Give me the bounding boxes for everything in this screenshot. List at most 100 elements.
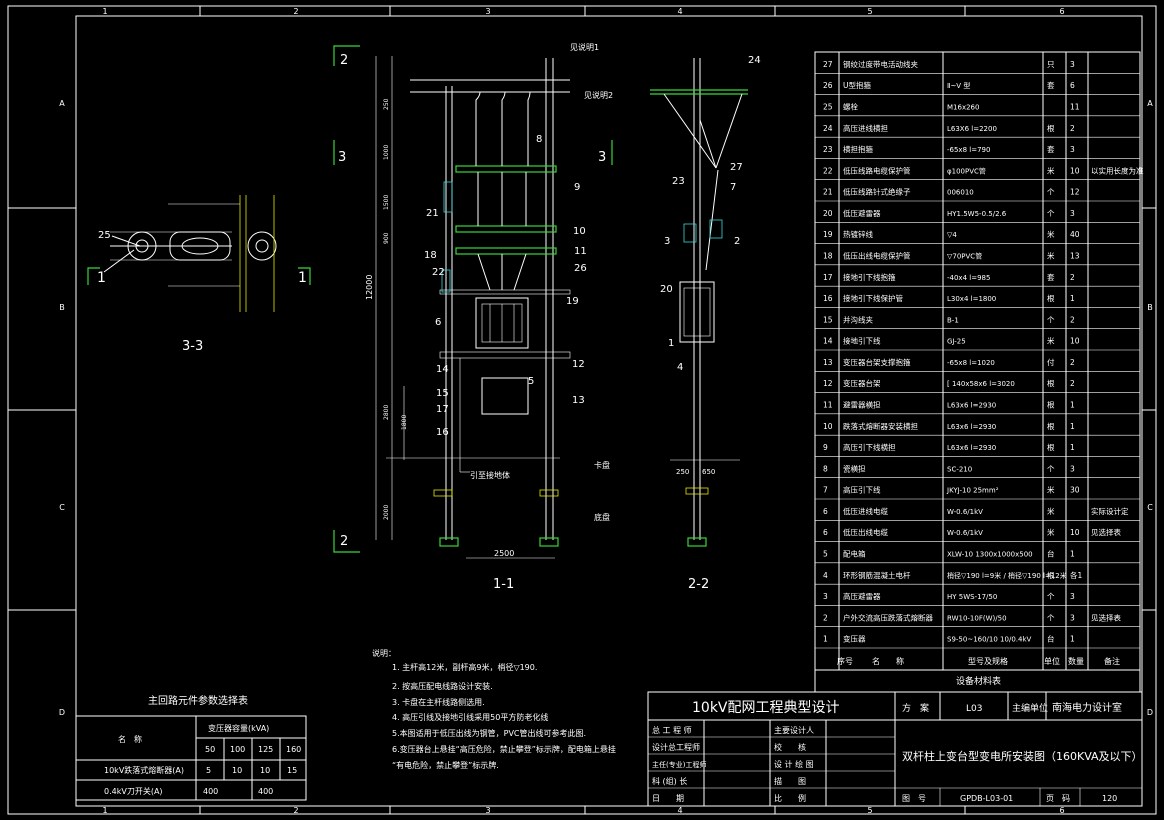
tb-mid-label-2: 校 核 <box>774 742 806 752</box>
note-4: 4. 高压引线及接地引线采用50平方防老化线 <box>392 712 548 722</box>
col-number-1-bottom: 1 <box>102 806 107 815</box>
col-number-3-bottom: 3 <box>485 806 490 815</box>
dim-650-side: 650 <box>702 468 715 476</box>
bom-cell-r23-c1: 配电箱 <box>843 548 866 558</box>
bom-cell-r10-c2: -40x4 l=985 <box>947 274 990 282</box>
bom-cell-r4-c1: 横担抱箍 <box>843 144 873 154</box>
fuse-value-50: 5 <box>206 766 211 775</box>
col-number-4: 4 <box>677 7 682 16</box>
note-6: 6.变压器台上悬挂“高压危险，禁止攀登”标示牌，配电箱上悬挂 <box>392 744 616 754</box>
bom-cell-r20-c0: 7 <box>823 486 828 495</box>
fuse-value-125: 10 <box>260 766 270 775</box>
dim-250-side: 250 <box>676 468 689 476</box>
section-marker-1-right: 1 <box>298 270 307 286</box>
section-marker-3-right: 3 <box>598 150 606 165</box>
bom-cell-r19-c4: 3 <box>1070 464 1075 473</box>
bom-cell-r13-c4: 10 <box>1070 337 1080 346</box>
bom-cell-r26-c0: 2 <box>823 613 828 622</box>
bom-cell-r23-c3: 台 <box>1047 548 1055 558</box>
callout-12: 12 <box>572 359 585 370</box>
row-letter-a-right: A <box>1147 99 1153 108</box>
col-number-5-bottom: 5 <box>867 806 872 815</box>
bom-cell-r26-c3: 个 <box>1047 613 1055 622</box>
bom-header-remark: 备注 <box>1104 656 1120 666</box>
callout-2: 2 <box>734 236 740 247</box>
callout-25-plan: 25 <box>98 230 111 241</box>
callout-11: 11 <box>574 246 587 257</box>
bom-cell-r25-c2: HY 5WS-17/50 <box>947 593 997 601</box>
callout-3: 3 <box>664 236 670 247</box>
bom-cell-r15-c4: 2 <box>1070 379 1075 388</box>
bom-cell-r14-c1: 变压器台架支撑抱箍 <box>843 357 911 367</box>
row-letter-b-right: B <box>1147 303 1153 312</box>
bom-footer-title: 设备材料表 <box>956 675 1001 687</box>
bom-cell-r12-c1: 并沟线夹 <box>843 314 873 324</box>
bom-cell-r14-c3: 付 <box>1047 357 1055 367</box>
bom-cell-r6-c0: 21 <box>823 188 833 197</box>
bom-cell-r18-c2: L63x6 l=2930 <box>947 444 996 452</box>
bom-cell-r19-c0: 8 <box>823 464 828 473</box>
bom-cell-r17-c4: 1 <box>1070 422 1075 431</box>
bom-cell-r24-c3: 根 <box>1047 570 1055 580</box>
bom-cell-r19-c1: 瓷横担 <box>843 463 866 473</box>
title-block: 10kV配网工程典型设计 方 案 L03 主编单位 南海电力设计室 双杆柱上变台… <box>647 691 1143 807</box>
label-ground-body: 引至接地体 <box>470 470 510 480</box>
bom-cell-r22-c3: 米 <box>1047 527 1055 537</box>
col-number-2: 2 <box>293 7 298 16</box>
bom-cell-r16-c1: 避雷器横担 <box>843 399 881 409</box>
bom-cell-r22-c1: 低压出线电缆 <box>843 527 888 537</box>
tb-left-label-2: 设计总工程师 <box>652 742 700 752</box>
bom-cell-r10-c0: 17 <box>823 273 833 282</box>
bom-cell-r1-c3: 套 <box>1047 80 1055 90</box>
bom-cell-r23-c4: 1 <box>1070 549 1075 558</box>
bom-cell-r23-c0: 5 <box>823 549 828 558</box>
bom-cell-r11-c3: 根 <box>1047 293 1055 303</box>
note-2: 2. 按高压配电线路设计安装. <box>392 681 493 691</box>
bom-cell-r9-c3: 米 <box>1047 250 1055 260</box>
col-number-3: 3 <box>485 7 490 16</box>
view-3-3: 1 1 25 3-3 <box>87 195 311 354</box>
bom-cell-r0-c0: 27 <box>823 60 833 69</box>
section-marker-2-bottom: 2 <box>340 534 348 549</box>
bom-cell-r19-c3: 个 <box>1047 464 1055 473</box>
note-3: 3. 卡盘在主杆线路侧选用. <box>392 697 485 707</box>
dim-1000: 1000 <box>383 145 390 160</box>
fuse-row-name: 10kV跌落式熔断器(A) <box>104 765 184 775</box>
bom-cell-r17-c2: L63x6 l=2930 <box>947 423 996 431</box>
dim-2500: 2500 <box>494 549 514 558</box>
bom-cell-r24-c0: 4 <box>823 571 828 580</box>
capacity-160: 160 <box>286 745 301 754</box>
tb-left-label-4: 科 (组) 长 <box>652 776 687 786</box>
callout-18: 18 <box>424 250 437 261</box>
scheme-label: 方 案 <box>902 702 929 714</box>
bom-cell-r7-c1: 低压避雷器 <box>843 208 881 218</box>
dim-1500: 1500 <box>383 195 390 210</box>
bom-cell-r18-c4: 1 <box>1070 443 1075 452</box>
selection-table-title: 主回路元件参数选择表 <box>148 694 248 707</box>
bom-cell-r25-c0: 3 <box>823 592 828 601</box>
bom-cell-r22-c5: 见选择表 <box>1091 527 1121 537</box>
bom-cell-r17-c0: 10 <box>823 422 833 431</box>
switch-value-50-100: 400 <box>203 787 218 796</box>
bom-cell-r26-c2: RW10-10F(W)/50 <box>947 614 1007 622</box>
bom-cell-r11-c2: L30x4 l=1800 <box>947 295 996 303</box>
bom-cell-r25-c3: 个 <box>1047 592 1055 601</box>
bom-cell-r21-c1: 低压进线电缆 <box>843 506 888 516</box>
bom-cell-r5-c5: 以实用长度为准 <box>1091 165 1144 175</box>
bom-cell-r22-c4: 10 <box>1070 528 1080 537</box>
bom-header-unit: 单位 <box>1044 656 1060 666</box>
capacity-100: 100 <box>230 745 245 754</box>
view-1-1 <box>333 45 613 559</box>
bom-cell-r9-c0: 18 <box>823 251 833 260</box>
bom-cell-r18-c3: 根 <box>1047 442 1055 452</box>
callout-23: 23 <box>672 176 685 187</box>
bom-cell-r17-c3: 根 <box>1047 421 1055 431</box>
drawing-title: 双杆柱上变台型变电所安装图（160KVA及以下） <box>902 749 1143 763</box>
dim-2000: 2000 <box>383 505 390 520</box>
bom-cell-r23-c2: XLW-10 1300x1000x500 <box>947 550 1033 558</box>
section-marker-2-top: 2 <box>340 53 348 68</box>
bom-cell-r5-c4: 10 <box>1070 166 1080 175</box>
section-marker-3-left: 3 <box>338 150 346 165</box>
row-letter-c-right: C <box>1147 503 1153 512</box>
bom-cell-r10-c1: 接地引下线抱箍 <box>843 272 896 282</box>
